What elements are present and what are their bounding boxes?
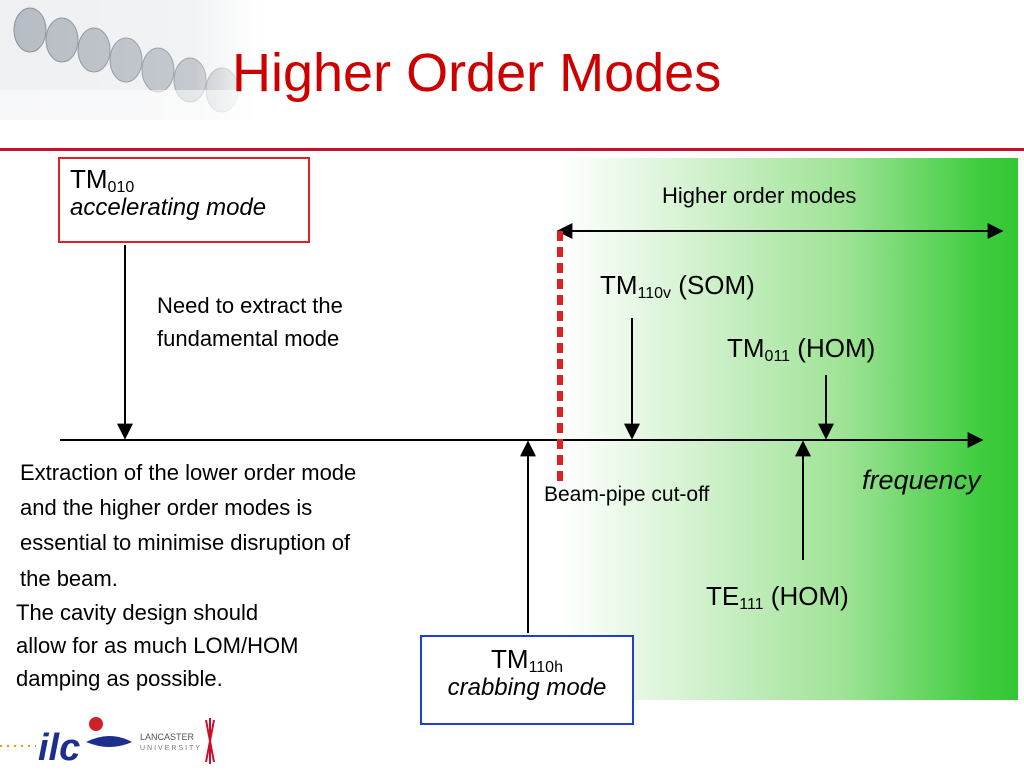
- te111-sub: 111: [739, 596, 764, 613]
- logo-graphics: ilc LANCASTER UNIVERSITY: [0, 717, 215, 769]
- tm010-label: TM010: [70, 164, 308, 196]
- cavity-photo-image: [0, 0, 260, 120]
- footer-logos: ilc LANCASTER UNIVERSITY: [0, 712, 240, 769]
- tm010-sub: 010: [107, 179, 135, 196]
- extraction-paragraph: Extraction of the lower order mode and t…: [20, 455, 356, 596]
- slide-title: Higher Order Modes: [232, 43, 722, 103]
- design-paragraph: The cavity design should allow for as mu…: [16, 596, 298, 695]
- extraction-line: essential to minimise disruption of: [20, 530, 351, 556]
- extraction-line: and the higher order modes is: [20, 495, 313, 521]
- design-line: allow for as much LOM/HOM: [16, 633, 299, 658]
- ilc-logo: ilc: [38, 727, 80, 768]
- tm011-sub: 011: [764, 348, 791, 365]
- higher-order-modes-label: Higher order modes: [662, 183, 857, 208]
- tm110h-main: TM: [491, 644, 529, 674]
- header-divider: [0, 148, 1024, 151]
- tm110h-sub: 110h: [528, 659, 563, 676]
- ilc-logo-dot: [89, 717, 103, 731]
- tm110v-main: TM: [600, 270, 638, 300]
- tm011-main: TM: [727, 333, 765, 363]
- te111-main: TE: [706, 581, 740, 611]
- te111-suffix: (HOM): [763, 581, 849, 611]
- lancaster-crest-icon: [205, 718, 215, 764]
- lancaster-logo-line2: UNIVERSITY: [140, 745, 202, 752]
- fundamental-note-line: fundamental mode: [157, 326, 340, 351]
- lancaster-logo-line1: LANCASTER: [140, 732, 195, 742]
- extraction-line: Extraction of the lower order mode: [20, 460, 357, 485]
- tm011-suffix: (HOM): [790, 333, 876, 363]
- tm110v-sub: 110v: [637, 285, 672, 302]
- ilc-logo-swoosh: [86, 736, 132, 747]
- te111-label: TE111 (HOM): [706, 581, 849, 613]
- tm110h-description: crabbing mode: [447, 673, 607, 701]
- extraction-line: the beam.: [20, 565, 118, 591]
- tm011-label: TM011 (HOM): [727, 333, 876, 365]
- tm010-main: TM: [70, 164, 108, 194]
- tm110v-suffix: (SOM): [671, 270, 755, 300]
- tm010-description: accelerating mode: [70, 193, 267, 221]
- design-line: The cavity design should: [16, 600, 259, 625]
- tm110v-label: TM110v (SOM): [600, 270, 755, 302]
- fundamental-note-line: Need to extract the: [157, 293, 343, 318]
- beam-pipe-cutoff-label: Beam-pipe cut-off: [544, 483, 710, 506]
- tm110h-mode-box: TM110h crabbing mode: [420, 635, 634, 725]
- fundamental-note: Need to extract the fundamental mode: [157, 289, 343, 355]
- frequency-axis-label: frequency: [862, 465, 981, 495]
- design-line: damping as possible.: [16, 666, 223, 691]
- tm110h-label: TM110h: [422, 644, 632, 676]
- tm010-mode-box: TM010 accelerating mode: [58, 157, 310, 243]
